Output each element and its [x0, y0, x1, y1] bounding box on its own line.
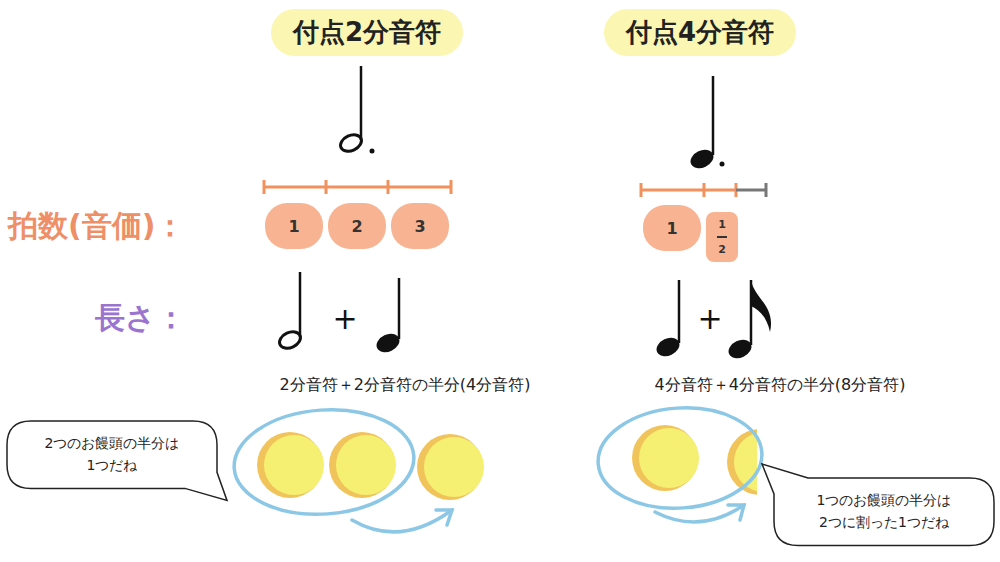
fraction-bar: [717, 236, 727, 238]
bubble-text: 2つのお饅頭の半分は 1つだね: [23, 433, 201, 476]
eighth-note: [726, 280, 771, 362]
row-label: 長さ：: [95, 298, 186, 339]
grouping-loop: [231, 404, 452, 532]
dotted-quarter-note: [688, 76, 725, 172]
quarter-note: [654, 280, 683, 360]
beat-badge: 3: [391, 203, 449, 249]
beat-number: 1: [288, 217, 299, 236]
caption-text: 4分音符＋4分音符の半分(8分音符): [654, 375, 905, 396]
beat-badge: 1: [265, 203, 323, 249]
beat-badge: 1: [643, 205, 701, 251]
bubble-text: 1つのお饅頭の半分は 2つに割った1つだね: [790, 490, 978, 533]
bubble-outline: [7, 421, 217, 488]
caption-text: 2分音符＋2分音符の半分(4分音符): [279, 375, 530, 396]
bubble-outline: [774, 478, 994, 545]
beat-number: 1: [666, 219, 677, 238]
quarter-note: [374, 278, 403, 356]
title-pill: 付点4分音符: [604, 9, 796, 56]
grouping-loop: [595, 402, 766, 522]
speech-bubble: 1つのお饅頭の半分は 2つに割った1つだね: [774, 478, 994, 545]
title-text: 付点4分音符: [626, 15, 774, 50]
rest-segment: [736, 183, 766, 197]
row-label: 拍数(音価)：: [8, 206, 185, 247]
fraction-badge: 12: [706, 212, 738, 262]
beat-number: 1: [718, 218, 726, 231]
beat-number: 3: [414, 217, 425, 236]
beat-number: 2: [718, 243, 726, 256]
plus-sign: +: [332, 301, 357, 336]
half-note: [277, 272, 303, 351]
beat-number: 2: [351, 217, 362, 236]
beat-timeline: [264, 180, 736, 197]
title-pill: 付点2分音符: [271, 9, 463, 56]
beat-badge: 2: [328, 203, 386, 249]
manju: [257, 432, 484, 500]
speech-bubble: 2つのお饅頭の半分は 1つだね: [7, 421, 217, 488]
title-text: 付点2分音符: [293, 15, 441, 50]
plus-sign: +: [697, 301, 722, 336]
dotted-half-note: [338, 66, 375, 154]
